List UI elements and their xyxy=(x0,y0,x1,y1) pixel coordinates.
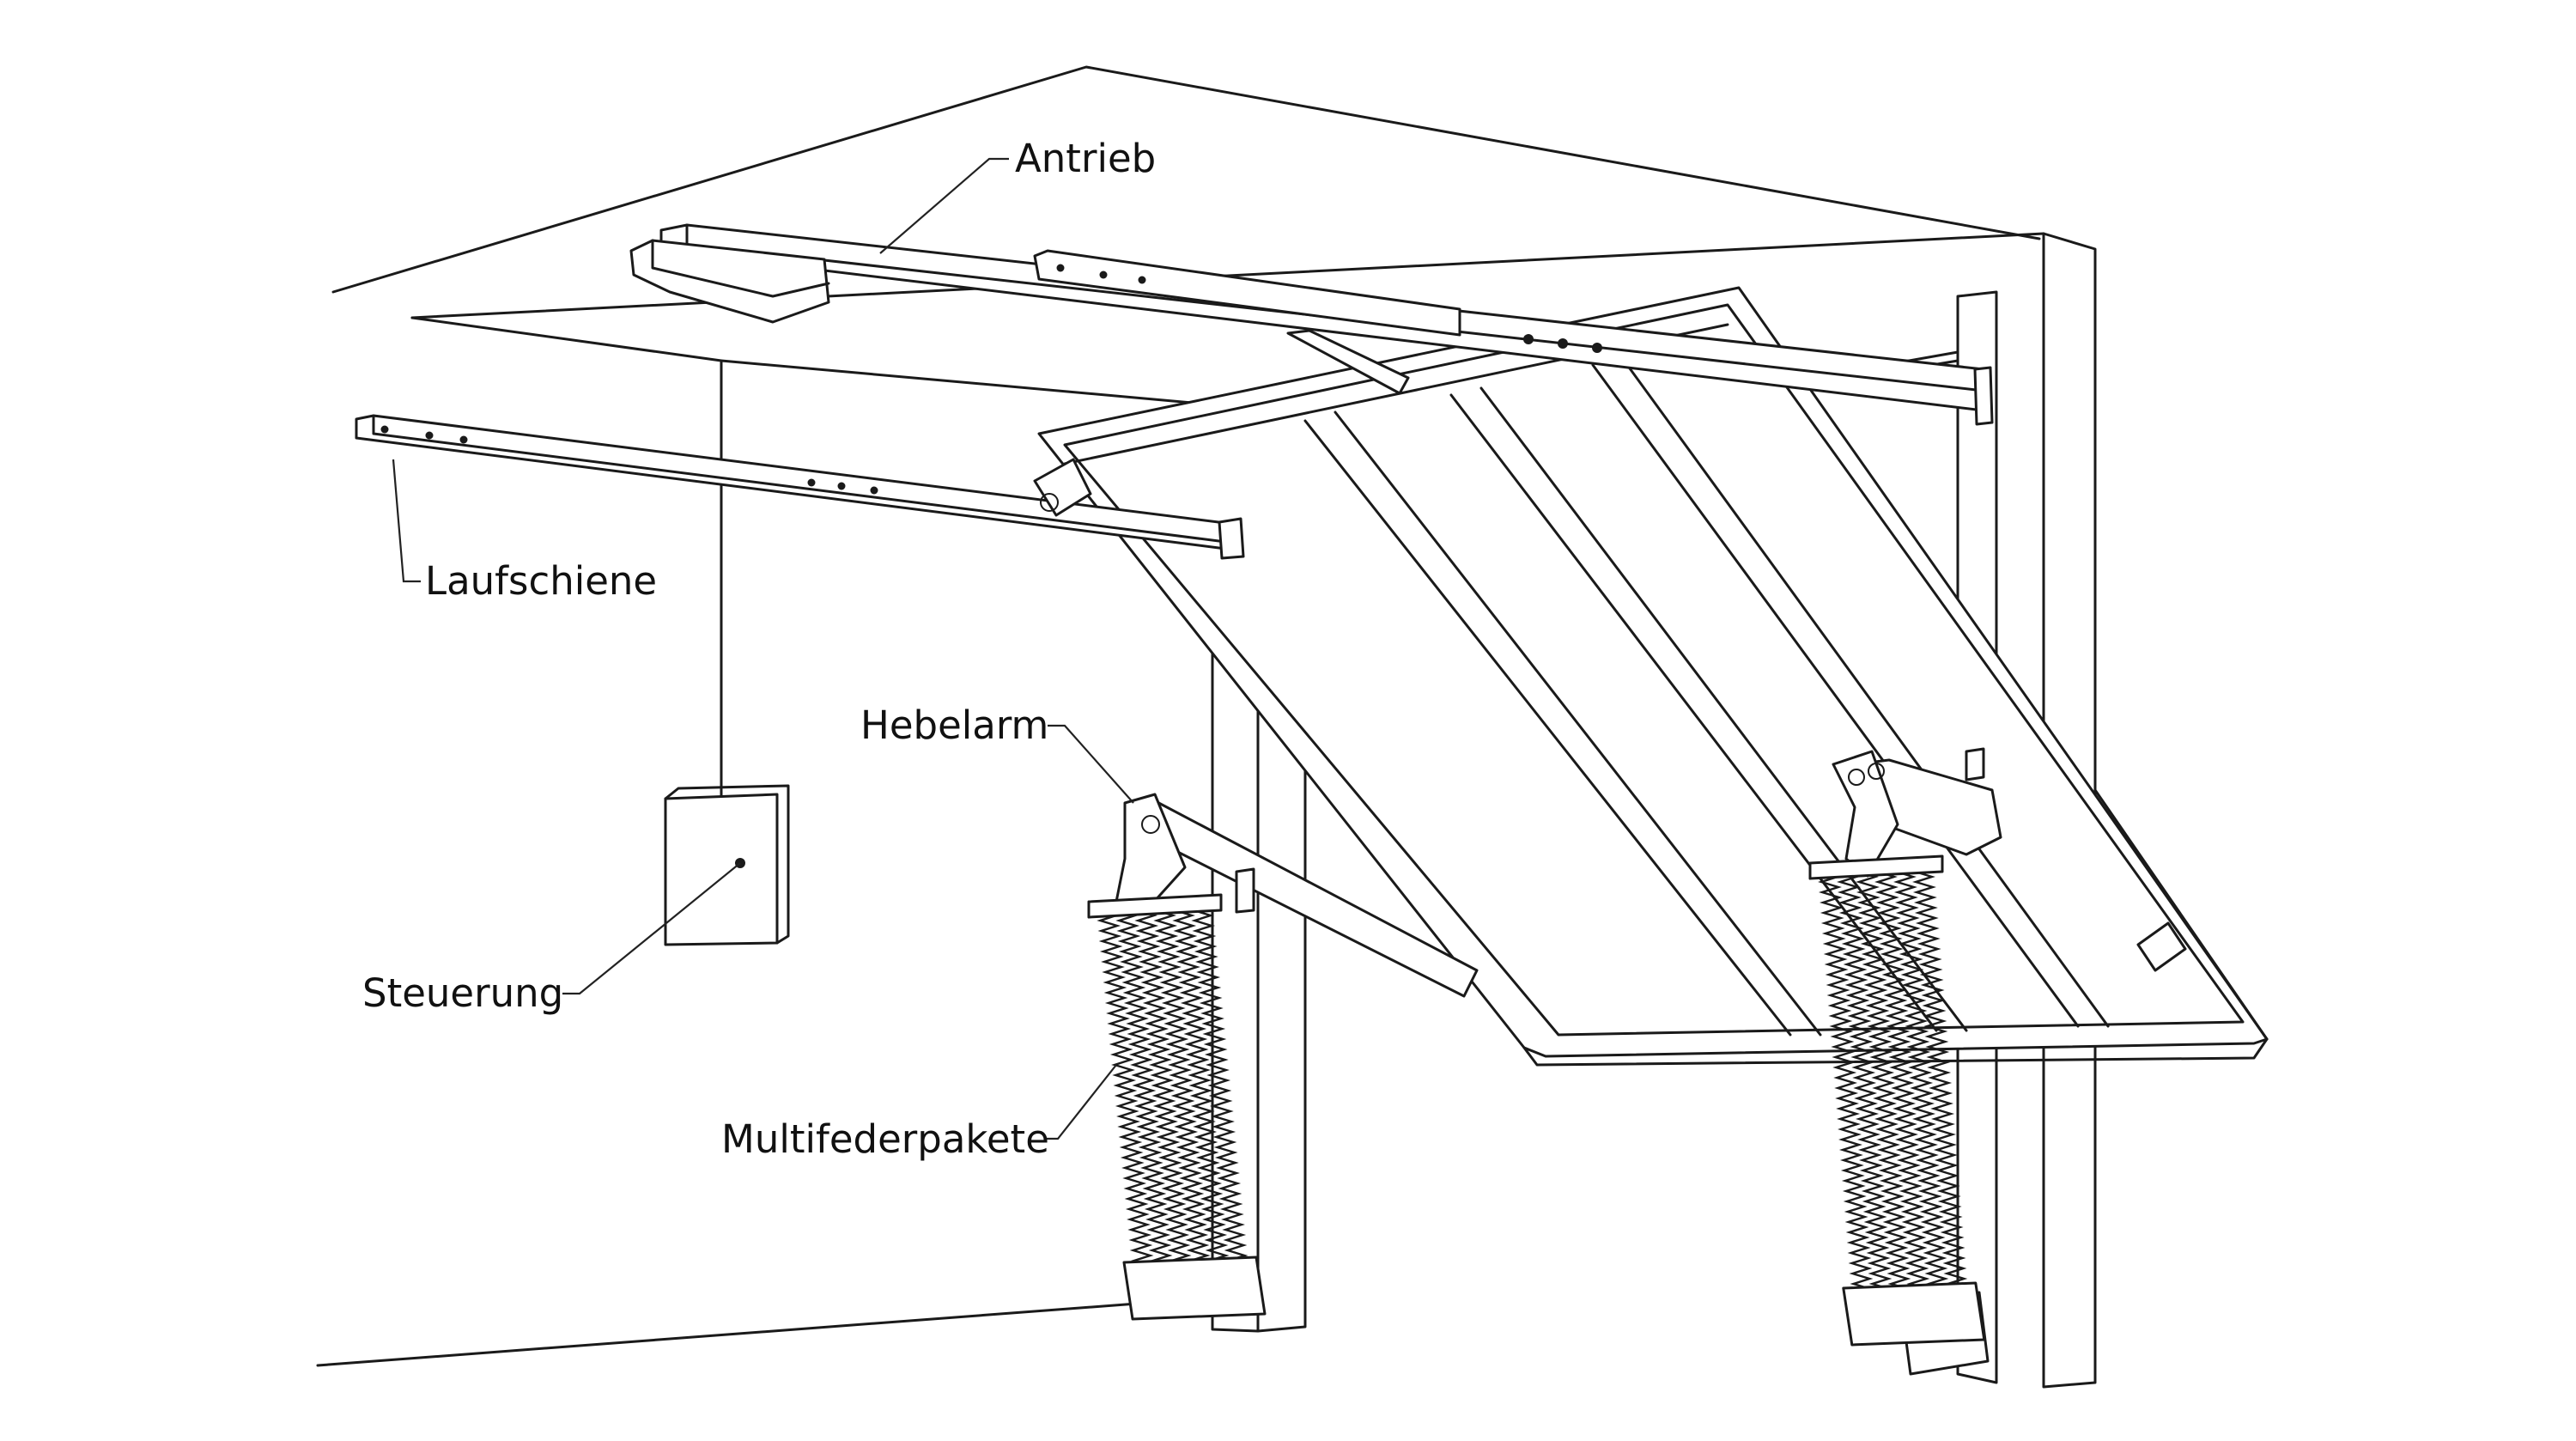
left-rail-roller xyxy=(1033,458,1092,517)
swing-door xyxy=(1037,286,2269,1067)
spring-coil xyxy=(1856,870,1911,1291)
drive-hole xyxy=(1558,338,1568,349)
control-box xyxy=(664,784,790,946)
drive-hole xyxy=(1056,264,1065,272)
floor-line xyxy=(316,1295,1230,1367)
spring-coil xyxy=(1818,870,1874,1291)
left-track-rail xyxy=(355,414,1245,560)
spring-top-cap xyxy=(1808,854,1944,880)
right-side-bracket xyxy=(2136,921,2187,972)
spring-coil xyxy=(1172,909,1230,1268)
rail-hole xyxy=(459,435,468,444)
spring-coil xyxy=(1134,909,1192,1268)
left-rail-end-plate xyxy=(1218,517,1245,560)
label-hebelarm: Hebelarm xyxy=(860,702,1048,748)
rail-hole xyxy=(837,482,846,490)
door-bottom-rail xyxy=(1522,1037,2269,1067)
garage-structure xyxy=(316,65,2045,1367)
rail-hole xyxy=(380,425,389,434)
drive-hole xyxy=(1523,334,1534,344)
rail-hole xyxy=(870,486,878,495)
spring-coil xyxy=(1912,870,1968,1291)
left-spring-pack xyxy=(1087,893,1267,1321)
lever-bolt xyxy=(1141,815,1160,834)
drive-rail xyxy=(629,223,1994,426)
leader-hebelarm xyxy=(1048,724,1134,804)
door-brace-3 xyxy=(1591,357,2110,1028)
ceiling-outline xyxy=(331,65,2041,294)
roller-bolt xyxy=(1040,493,1059,512)
spring-coil xyxy=(1115,909,1173,1268)
spring-bottom-mount xyxy=(1122,1256,1267,1321)
lever-bolt xyxy=(1848,769,1865,786)
spring-coil xyxy=(1097,909,1154,1268)
left-rail-edge xyxy=(372,414,1234,544)
lever-bolt xyxy=(1868,763,1885,780)
spring-coil xyxy=(1874,870,1930,1291)
left-wall-top-edge xyxy=(410,316,1204,405)
right-spring-pack xyxy=(1808,854,1986,1347)
spring-coil xyxy=(1191,909,1249,1268)
drive-rail-bracket xyxy=(1033,249,1461,337)
right-upper-latch xyxy=(1965,747,1985,781)
drive-hole xyxy=(1592,343,1602,353)
leader-multifederpakete xyxy=(1046,1064,1117,1140)
spring-coil xyxy=(1837,870,1893,1291)
door-right-extension xyxy=(2093,788,2269,1041)
drive-hole xyxy=(1138,276,1146,284)
drive-motor-housing xyxy=(629,239,830,324)
label-multifederpakete: Multifederpakete xyxy=(721,1116,1049,1162)
drive-hole xyxy=(1099,271,1108,279)
spring-coil xyxy=(1893,870,1949,1291)
leader-lines xyxy=(392,157,1134,1140)
label-antrieb: Antrieb xyxy=(1015,136,1156,181)
leader-laufschiene xyxy=(392,459,421,583)
control-box-front xyxy=(664,793,779,946)
control-box-side xyxy=(664,784,790,945)
drive-carriage xyxy=(1286,329,1410,395)
left-lever-assembly xyxy=(1115,793,1479,998)
spring-top-cap xyxy=(1087,893,1223,919)
rail-hole xyxy=(807,478,816,487)
label-laufschiene: Laufschiene xyxy=(425,558,657,604)
drive-end-bracket xyxy=(1973,366,1994,426)
spring-coil xyxy=(1153,909,1211,1268)
leader-steuerung xyxy=(562,862,741,995)
rail-hole xyxy=(425,431,434,440)
drive-motor-detail xyxy=(651,239,830,298)
door-brace-1 xyxy=(1303,410,1822,1037)
label-steuerung: Steuerung xyxy=(362,970,563,1016)
left-wall-bracket xyxy=(1235,867,1255,914)
leader-antrieb xyxy=(879,157,1009,254)
spring-bottom-mount xyxy=(1842,1281,1986,1347)
